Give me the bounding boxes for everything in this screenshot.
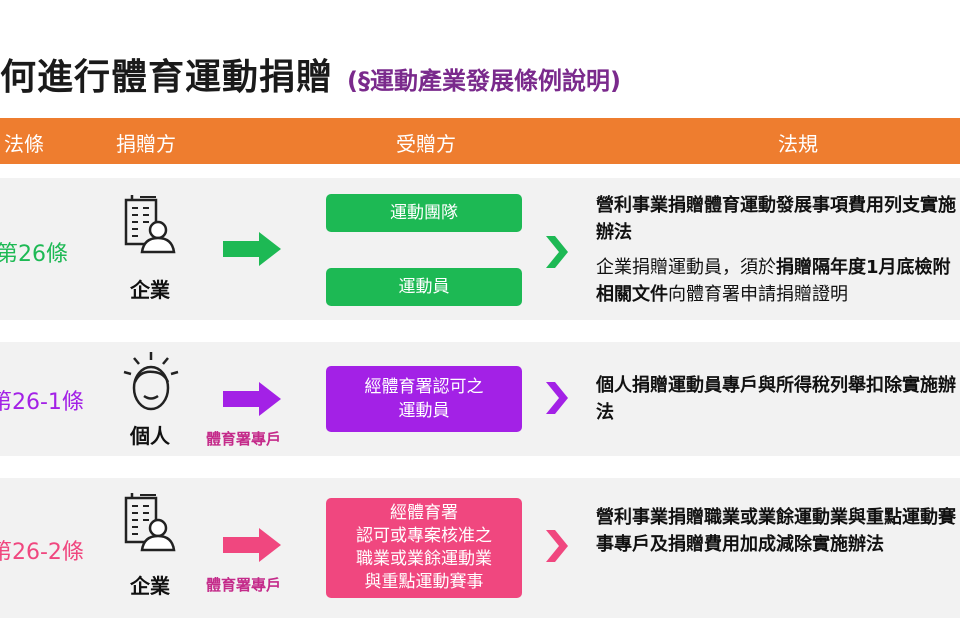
regulation-text: 營利事業捐贈體育運動發展事項費用列支實施辦法 企業捐贈運動員，須於捐贈隔年度1月…: [596, 192, 960, 308]
note-highlight: 捐贈隔年度1月底檢附相關文件: [596, 257, 951, 305]
recipient-box: 運動員: [326, 268, 522, 306]
chevron-right-icon: [546, 382, 568, 414]
article-label: 第26條: [0, 242, 68, 267]
regulation-title: 個人捐贈運動員專戶與所得稅列舉扣除實施辦法: [596, 375, 956, 423]
regulation-title: 營利事業捐贈體育運動發展事項費用列支實施辦法: [596, 195, 956, 243]
account-tag: 體育署專戶: [206, 430, 282, 448]
article-label: 第26-2條: [0, 540, 84, 565]
title-main: 何進行體育運動捐贈: [0, 57, 334, 98]
title-subtitle: (§運動產業發展條例說明): [347, 67, 621, 95]
header-recipient: 受贈方: [396, 132, 456, 156]
building-person-icon: [124, 492, 176, 552]
account-tag: 體育署專戶: [206, 576, 282, 594]
arrow-right-icon: [223, 382, 281, 416]
regulation-text: 個人捐贈運動員專戶與所得稅列舉扣除實施辦法: [596, 372, 960, 426]
donor-label: 個人: [130, 424, 170, 448]
donor-label: 企業: [130, 278, 170, 302]
regulation-text: 營利事業捐贈職業或業餘運動業與重點運動賽事專戶及捐贈費用加成減除實施辦法: [596, 504, 960, 558]
header-donor: 捐贈方: [116, 132, 176, 156]
regulation-note: 企業捐贈運動員，須於捐贈隔年度1月底檢附相關文件向體育署申請捐贈證明: [596, 254, 960, 308]
page-title: 何進行體育運動捐贈 (§運動產業發展條例說明): [0, 48, 621, 100]
arrow-right-icon: [223, 528, 281, 562]
table-row: 第26-2條 企業 體育署專戶 經體育署 認可或專案核准之 職業或業餘運動業 與…: [0, 478, 960, 618]
table-row: 第26條 企業 運動團隊 運動員 營利事業捐贈體育運動發展事項費用列支實施辦法 …: [0, 178, 960, 320]
note-text: 向體育署申請捐贈證明: [668, 284, 848, 305]
table-header: 法條 捐贈方 受贈方 法規: [0, 118, 960, 164]
recipient-box: 運動團隊: [326, 194, 522, 232]
building-person-icon: [124, 194, 176, 254]
header-regulation: 法規: [778, 132, 818, 156]
donor-label: 企業: [130, 574, 170, 598]
chevron-right-icon: [546, 530, 568, 562]
person-head-icon: [123, 352, 179, 411]
chevron-right-icon: [546, 236, 568, 268]
table-row: 第26-1條 個人 體育署專戶 經體育署認可之 運動員 個人捐贈運動員專戶與所得…: [0, 342, 960, 456]
regulation-title: 營利事業捐贈職業或業餘運動業與重點運動賽事專戶及捐贈費用加成減除實施辦法: [596, 507, 956, 555]
header-article: 法條: [4, 132, 44, 156]
note-text: 企業捐贈運動員，須於: [596, 257, 776, 278]
article-label: 第26-1條: [0, 390, 84, 415]
recipient-box: 經體育署 認可或專案核准之 職業或業餘運動業 與重點運動賽事: [326, 498, 522, 598]
arrow-right-icon: [223, 232, 281, 266]
recipient-box: 經體育署認可之 運動員: [326, 366, 522, 432]
